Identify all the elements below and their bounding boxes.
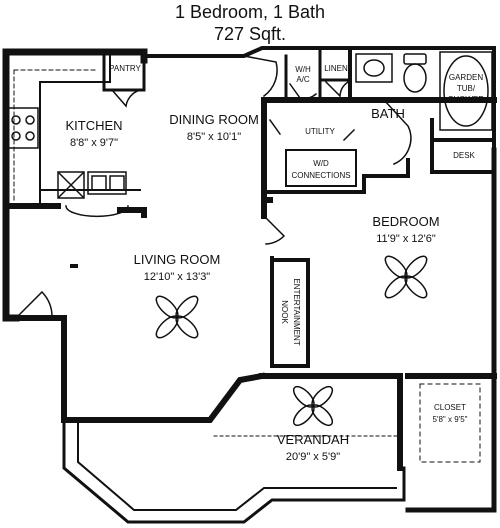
dishwasher-icon bbox=[57, 171, 85, 199]
wd-label: W/D bbox=[313, 159, 329, 168]
pantry-door bbox=[110, 88, 141, 108]
bedroom-label: BEDROOM bbox=[372, 214, 439, 229]
interior-wall-center bbox=[261, 97, 497, 219]
bath-wall bbox=[348, 48, 496, 174]
tub-label-3: SHOWER bbox=[448, 95, 484, 104]
ac-label: A/C bbox=[296, 75, 310, 84]
plan-title-line1: 1 Bedroom, 1 Bath bbox=[174, 2, 326, 22]
bath-door bbox=[382, 98, 412, 165]
dining-room-label: DINING ROOM bbox=[169, 112, 259, 127]
toilet-icon bbox=[403, 53, 427, 93]
plan-title-line2: 727 Sqft. bbox=[213, 24, 287, 44]
verandah-wall bbox=[61, 372, 266, 423]
outer-wall-top bbox=[142, 46, 496, 152]
connections-label: CONNECTIONS bbox=[291, 171, 350, 180]
tub-label-1: GARDEN bbox=[449, 73, 483, 82]
desk-label: DESK bbox=[453, 151, 475, 160]
entry-door bbox=[14, 290, 53, 320]
verandah-dims: 20'9" x 5'9" bbox=[286, 451, 340, 463]
verandah-outline bbox=[62, 418, 406, 524]
tub-icon bbox=[439, 51, 493, 131]
bedroom-door bbox=[262, 214, 286, 245]
entertainment-nook-wall bbox=[270, 256, 310, 368]
kitchen-wall bbox=[3, 203, 147, 218]
bedroom-dims: 11'9" x 12'6" bbox=[376, 233, 436, 245]
closet-dashed bbox=[419, 383, 481, 463]
kitchen-dashed bbox=[13, 69, 97, 201]
ceiling-fan-icon bbox=[384, 255, 428, 299]
wh-door bbox=[288, 82, 318, 100]
utility-wall bbox=[264, 158, 410, 194]
wd-connections-box bbox=[285, 149, 357, 187]
pantry-label: PANTRY bbox=[109, 64, 141, 73]
ceiling-fan-icon bbox=[292, 385, 334, 427]
linen-door bbox=[324, 80, 350, 98]
ceiling-fan-icon bbox=[155, 295, 199, 339]
kitchen-dims: 8'8" x 9'7" bbox=[70, 137, 118, 149]
verandah-label: VERANDAH bbox=[277, 432, 349, 447]
outer-wall-right bbox=[405, 147, 497, 513]
range-icon bbox=[7, 107, 39, 149]
pantry-wall bbox=[102, 52, 146, 92]
wh-closet-wall bbox=[284, 54, 322, 102]
kitchen-label: KITCHEN bbox=[65, 118, 122, 133]
closet-label: CLOSET bbox=[434, 403, 466, 412]
living-room-dims: 12'10" x 13'3" bbox=[144, 271, 211, 283]
linen-label: LINEN bbox=[324, 64, 348, 73]
bedroom-lower-wall bbox=[259, 373, 497, 471]
sink-icon bbox=[87, 171, 127, 195]
utility-door bbox=[268, 118, 356, 142]
bath-label: BATH bbox=[371, 106, 405, 121]
outer-wall-left-lower bbox=[3, 315, 67, 423]
wh-label: W/H bbox=[295, 65, 311, 74]
entertainment-label: ENTERTAINMENT bbox=[292, 278, 301, 345]
nook-label: NOOK bbox=[280, 300, 289, 324]
bath-sink-icon bbox=[355, 53, 393, 83]
tub-label-2: TUB/ bbox=[457, 84, 476, 93]
living-room-label: LIVING ROOM bbox=[134, 252, 221, 267]
verandah-inner bbox=[77, 419, 397, 511]
utility-label: UTILITY bbox=[305, 127, 335, 136]
verandah-window bbox=[65, 205, 129, 218]
closet-dims: 5'8" x 9'5" bbox=[433, 415, 468, 424]
dining-room-dims: 8'5" x 10'1" bbox=[187, 131, 241, 143]
dining-door bbox=[243, 55, 278, 98]
